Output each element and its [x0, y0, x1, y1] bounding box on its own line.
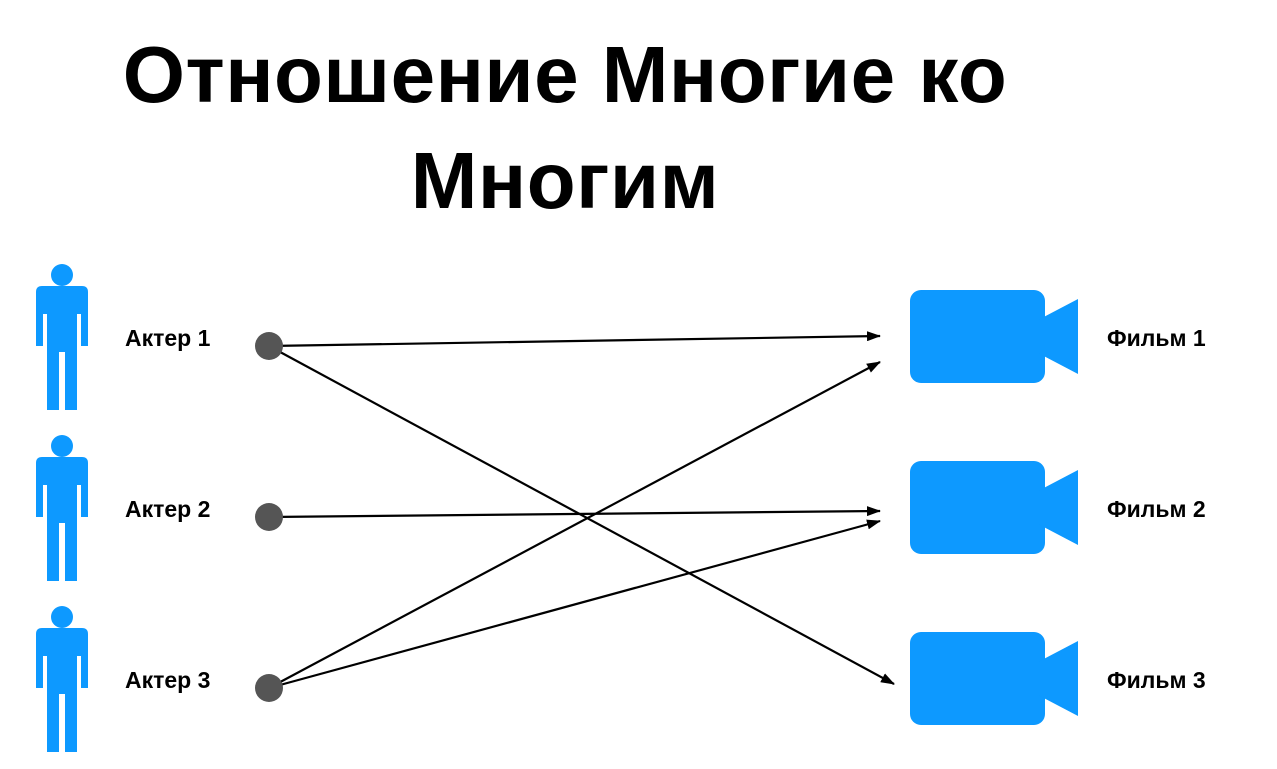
film-label: Фильм 1 — [1107, 325, 1206, 351]
relation-arrow — [268, 331, 881, 348]
slide-title-line-2: Многим — [410, 136, 720, 225]
relation-arrow — [268, 361, 881, 689]
film-label: Фильм 2 — [1107, 496, 1206, 522]
actor-node — [255, 503, 283, 531]
person-icon — [36, 435, 88, 581]
video-camera-icon — [910, 632, 1078, 725]
actor-node — [255, 674, 283, 702]
actor-1: Актер 1 — [36, 264, 283, 410]
actor-label: Актер 1 — [125, 325, 211, 351]
film-1: Фильм 1 — [910, 290, 1206, 383]
actor-3: Актер 3 — [36, 606, 283, 752]
person-icon — [36, 264, 88, 410]
films: Фильм 1 Фильм 2 Фильм 3 — [910, 290, 1206, 725]
film-3: Фильм 3 — [910, 632, 1206, 725]
actor-2: Актер 2 — [36, 435, 283, 581]
relation-arrows — [268, 331, 895, 690]
film-label: Фильм 3 — [1107, 667, 1206, 693]
slide-title: Отношение Многие ко Многим — [60, 22, 1070, 234]
video-camera-icon — [910, 461, 1078, 554]
person-icon — [36, 606, 88, 752]
film-2: Фильм 2 — [910, 461, 1206, 554]
slide-title-line-1: Отношение Многие ко — [122, 30, 1008, 119]
relation-arrow — [268, 519, 881, 690]
relation-arrow — [268, 506, 881, 519]
actor-node — [255, 332, 283, 360]
actors: Актер 1 Актер 2 Актер 3 — [36, 264, 283, 752]
video-camera-icon — [910, 290, 1078, 383]
actor-label: Актер 3 — [125, 667, 210, 693]
actor-label: Актер 2 — [125, 496, 210, 522]
